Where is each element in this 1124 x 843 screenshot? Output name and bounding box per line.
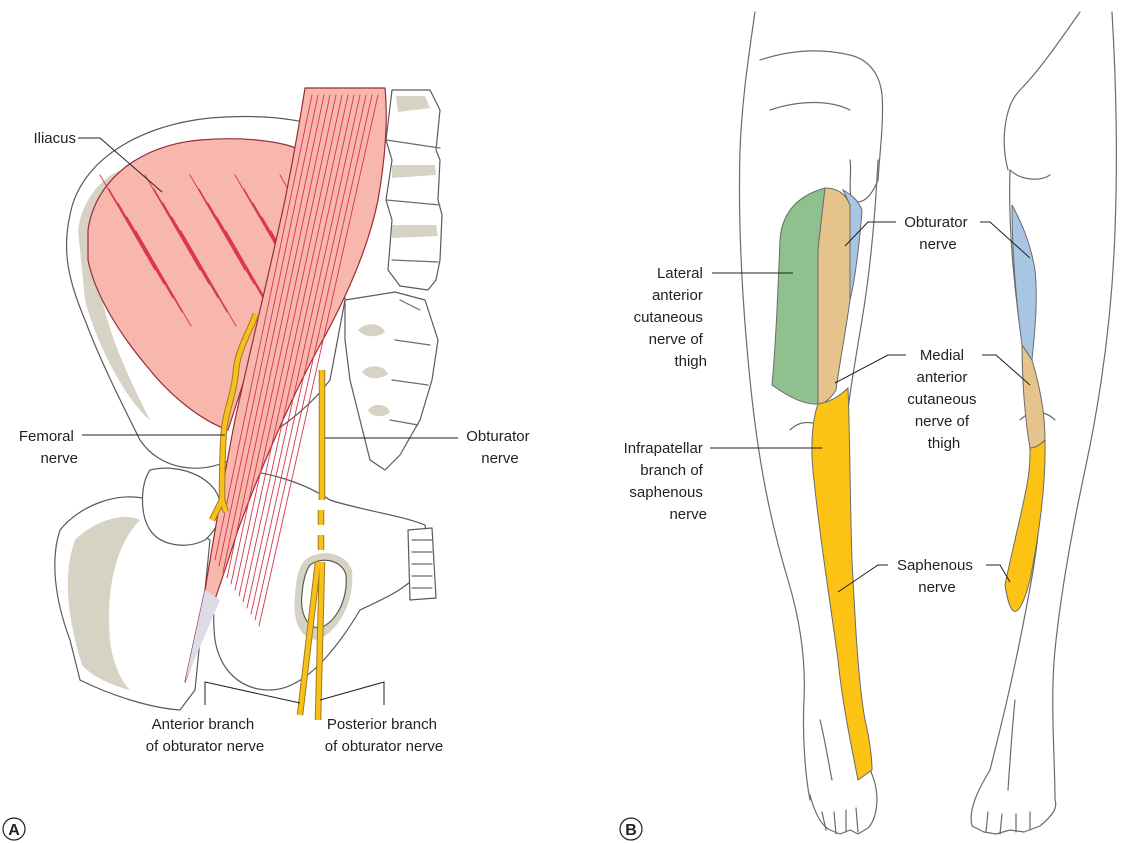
label-medial-line-5: thigh [928, 435, 961, 452]
label-obturator-nerve-b: Obturator nerve [904, 214, 972, 253]
label-iliacus: Iliacus [33, 130, 76, 147]
label-obturator-nerve-a-line-1: Obturator [466, 428, 529, 445]
label-lateral-line-5: thigh [674, 353, 707, 370]
label-infrapatellar-line-2: branch of [640, 462, 703, 479]
label-anterior-branch: Anterior branch of obturator nerve [146, 716, 264, 755]
label-lateral-line-4: nerve of [649, 331, 704, 348]
label-infrapatellar-line-1: Infrapatellar [624, 440, 703, 457]
label-medial-line-1: Medial [920, 347, 964, 364]
panel-b-letter: B [625, 822, 637, 839]
label-lateral-anterior-cutaneous: Lateral anterior cutaneous nerve of thig… [634, 265, 707, 370]
label-lateral-line-2: anterior [652, 287, 703, 304]
panel-a-marker: A [3, 818, 25, 840]
label-obturator-nerve-a-line-2: nerve [481, 450, 519, 467]
sacrum [345, 292, 438, 470]
label-posterior-branch-line-1: Posterior branch [327, 716, 437, 733]
panel-b-marker: B [620, 818, 642, 840]
label-obturator-nerve-b-line-1: Obturator [904, 214, 967, 231]
label-femoral-nerve-line-2: nerve [40, 450, 78, 467]
region-lateral-cutaneous-left [772, 188, 825, 404]
region-saphenous-left [812, 388, 872, 780]
label-anterior-branch-line-2: of obturator nerve [146, 738, 264, 755]
label-femoral-nerve-line-1: Femoral [19, 428, 74, 445]
label-lateral-line-3: cutaneous [634, 309, 703, 326]
label-obturator-nerve-a: Obturator nerve [466, 428, 534, 467]
label-saphenous-nerve: Saphenous nerve [897, 557, 977, 596]
label-infrapatellar-line-3: saphenous [629, 484, 702, 501]
label-infrapatellar-branch: Infrapatellar branch of saphenous nerve [624, 440, 707, 523]
label-saphenous-line-1: Saphenous [897, 557, 973, 574]
label-infrapatellar-line-4: nerve [669, 506, 707, 523]
label-medial-line-4: nerve of [915, 413, 970, 430]
label-obturator-nerve-b-line-2: nerve [919, 236, 957, 253]
region-medial-cutaneous-right [1022, 345, 1045, 448]
label-medial-anterior-cutaneous: Medial anterior cutaneous nerve of thigh [907, 347, 980, 452]
region-saphenous-right [1005, 440, 1045, 611]
lumbar-spine [386, 90, 442, 290]
region-medial-cutaneous-left [818, 188, 850, 404]
label-posterior-branch: Posterior branch of obturator nerve [325, 716, 443, 755]
femur [55, 468, 221, 710]
region-obturator-right [1012, 205, 1036, 360]
panel-b-illustration [710, 12, 1116, 834]
label-medial-line-2: anterior [916, 369, 967, 386]
label-anterior-branch-line-1: Anterior branch [152, 716, 255, 733]
label-lateral-line-1: Lateral [657, 265, 703, 282]
label-medial-line-3: cutaneous [907, 391, 976, 408]
label-saphenous-line-2: nerve [918, 579, 956, 596]
label-posterior-branch-line-2: of obturator nerve [325, 738, 443, 755]
label-femoral-nerve: Femoral nerve [19, 428, 78, 467]
panel-a-letter: A [8, 822, 20, 839]
panel-a-illustration [55, 88, 458, 720]
